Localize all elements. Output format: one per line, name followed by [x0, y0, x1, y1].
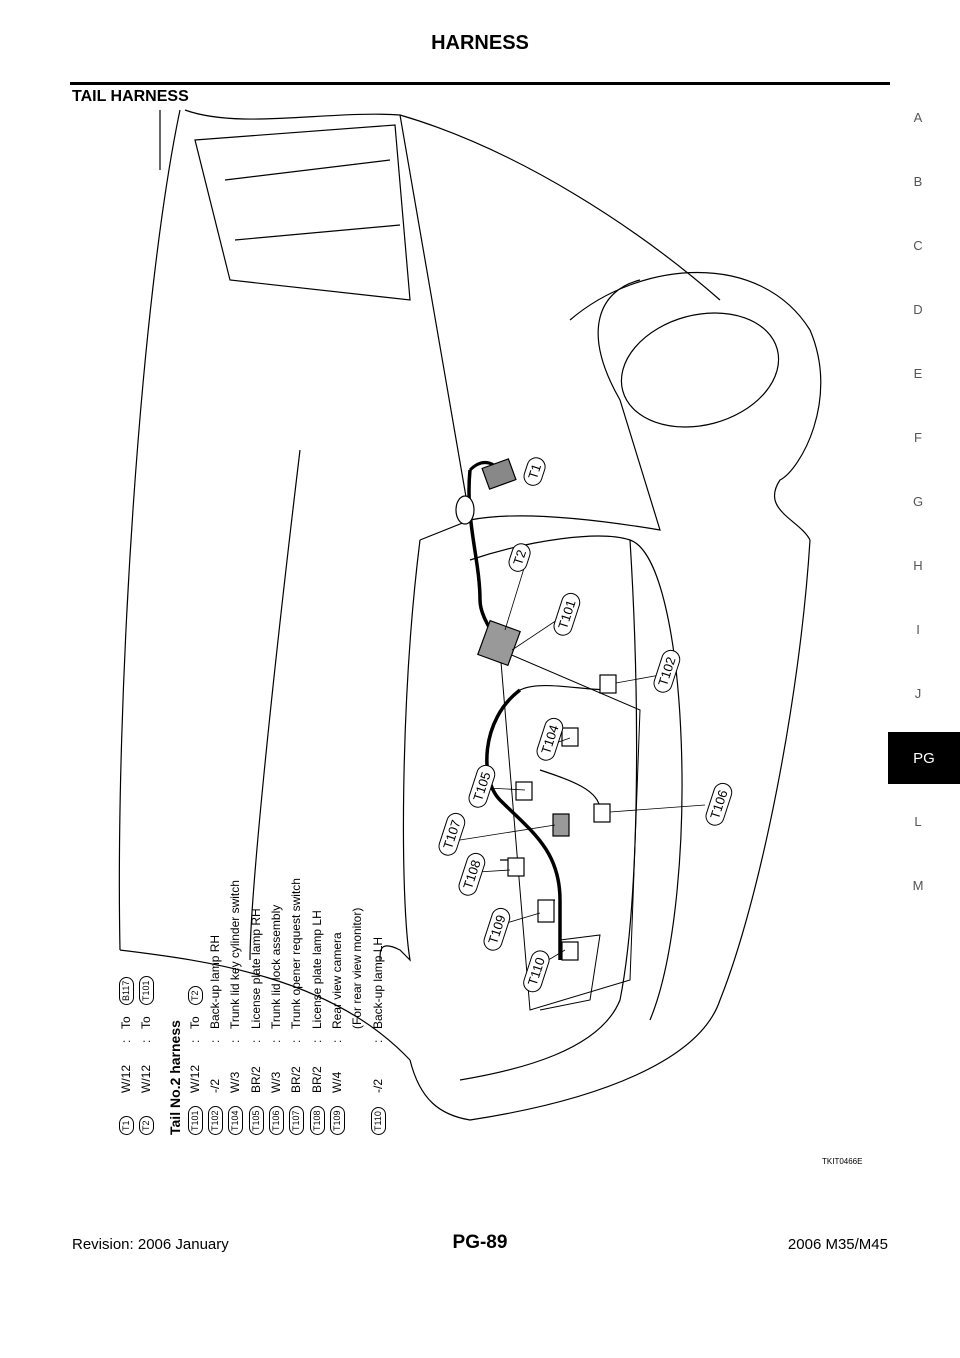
side-index-a[interactable]: A [913, 110, 923, 125]
legend-row: T102 -/2: Back-up lamp RH [205, 835, 225, 1135]
description: Rear view camera [329, 932, 344, 1029]
description: Back-up lamp LH [370, 936, 385, 1029]
connector-label: T106 [269, 1106, 285, 1135]
legend-row: T110 -/2: Back-up lamp LH [368, 835, 388, 1135]
legend-group-title: Tail No.2 harness [166, 1020, 183, 1135]
legend-row: (For rear view monitor) [347, 835, 367, 1135]
legend-row: T108 BR/2: License plate lamp LH [307, 835, 327, 1135]
side-index-m[interactable]: M [912, 878, 924, 893]
legend-row: T1 W/12: To B117 [116, 835, 136, 1135]
description: (For rear view monitor) [350, 907, 365, 1029]
page-header: HARNESS [431, 32, 529, 54]
figure-code: TKIT0466E [822, 1157, 863, 1166]
connector-label: T104 [228, 1106, 244, 1135]
separator: : [289, 1039, 304, 1043]
wire-code: W/12 [187, 1064, 202, 1093]
side-index-pg[interactable]: PG [888, 732, 960, 784]
footer-model: 2006 M35/M45 [787, 1236, 888, 1253]
page-number: PG-89 [452, 1232, 508, 1253]
legend-row: T101 W/12: To T2 [185, 835, 205, 1135]
target-connector: T2 [187, 986, 203, 1005]
separator: : [370, 1039, 385, 1043]
side-index-e[interactable]: E [913, 366, 923, 381]
description: To [187, 1016, 202, 1029]
wire-code: -/2 [370, 1078, 385, 1093]
wire-code: BR/2 [248, 1066, 263, 1093]
description: Trunk opener request switch [289, 878, 304, 1029]
legend-row: T106 W/3: Trunk lid lock assembly [266, 835, 286, 1135]
connector-label: T102 [208, 1106, 224, 1135]
description: License plate lamp RH [248, 908, 263, 1029]
wire-code: BR/2 [289, 1066, 304, 1093]
separator: : [228, 1039, 243, 1043]
side-index-l[interactable]: L [914, 814, 922, 829]
separator: : [309, 1039, 324, 1043]
target-connector: T101 [139, 976, 155, 1005]
wire-code: -/2 [208, 1078, 223, 1093]
side-index-i[interactable]: I [916, 622, 920, 637]
description: To [139, 1016, 154, 1029]
separator: : [269, 1039, 284, 1043]
side-index-f[interactable]: F [914, 430, 922, 445]
side-index-h[interactable]: H [913, 558, 923, 573]
side-index-j[interactable]: J [914, 686, 922, 701]
legend-row: T104 W/3: Trunk lid key cylinder switch [225, 835, 245, 1135]
description: License plate lamp LH [309, 910, 324, 1029]
section-title: TAIL HARNESS [72, 88, 189, 105]
side-index-d[interactable]: D [913, 302, 923, 317]
description: Trunk lid key cylinder switch [228, 880, 243, 1029]
side-index-g[interactable]: G [912, 494, 924, 509]
wire-code: BR/2 [309, 1066, 324, 1093]
connector-label: T109 [329, 1106, 345, 1135]
connector-label: T101 [187, 1106, 203, 1135]
target-connector: B117 [119, 976, 134, 1005]
legend-row: T109 W/4: Rear view camera [327, 835, 347, 1135]
separator: : [119, 1039, 133, 1043]
wire-code: W/4 [329, 1071, 344, 1093]
header-rule [70, 82, 890, 85]
legend-row: T107 BR/2: Trunk opener request switch [286, 835, 306, 1135]
separator: : [139, 1039, 154, 1043]
connector-label: T2 [139, 1116, 155, 1135]
description: Back-up lamp RH [208, 934, 223, 1029]
connector-label: T108 [309, 1106, 325, 1135]
description: To [119, 1016, 133, 1029]
separator: : [329, 1039, 344, 1043]
legend-row: T105 BR/2: License plate lamp RH [246, 835, 266, 1135]
separator: : [248, 1039, 263, 1043]
footer-revision: Revision: 2006 January [72, 1236, 229, 1253]
description: Trunk lid lock assembly [269, 904, 284, 1029]
separator: : [208, 1039, 223, 1043]
side-index-b[interactable]: B [913, 174, 923, 189]
connector-label: T110 [370, 1107, 386, 1135]
connector-label: T1 [119, 1116, 134, 1135]
connector-label: T107 [289, 1106, 305, 1135]
wire-code: W/3 [269, 1071, 284, 1093]
wire-code: W/12 [119, 1064, 133, 1093]
wire-code: W/12 [139, 1064, 154, 1093]
side-index-c[interactable]: C [913, 238, 923, 253]
connector-label: T105 [248, 1106, 264, 1135]
legend-row: T2 W/12: To T101 [136, 835, 156, 1135]
wire-code: W/3 [228, 1071, 243, 1093]
separator: : [187, 1039, 202, 1043]
